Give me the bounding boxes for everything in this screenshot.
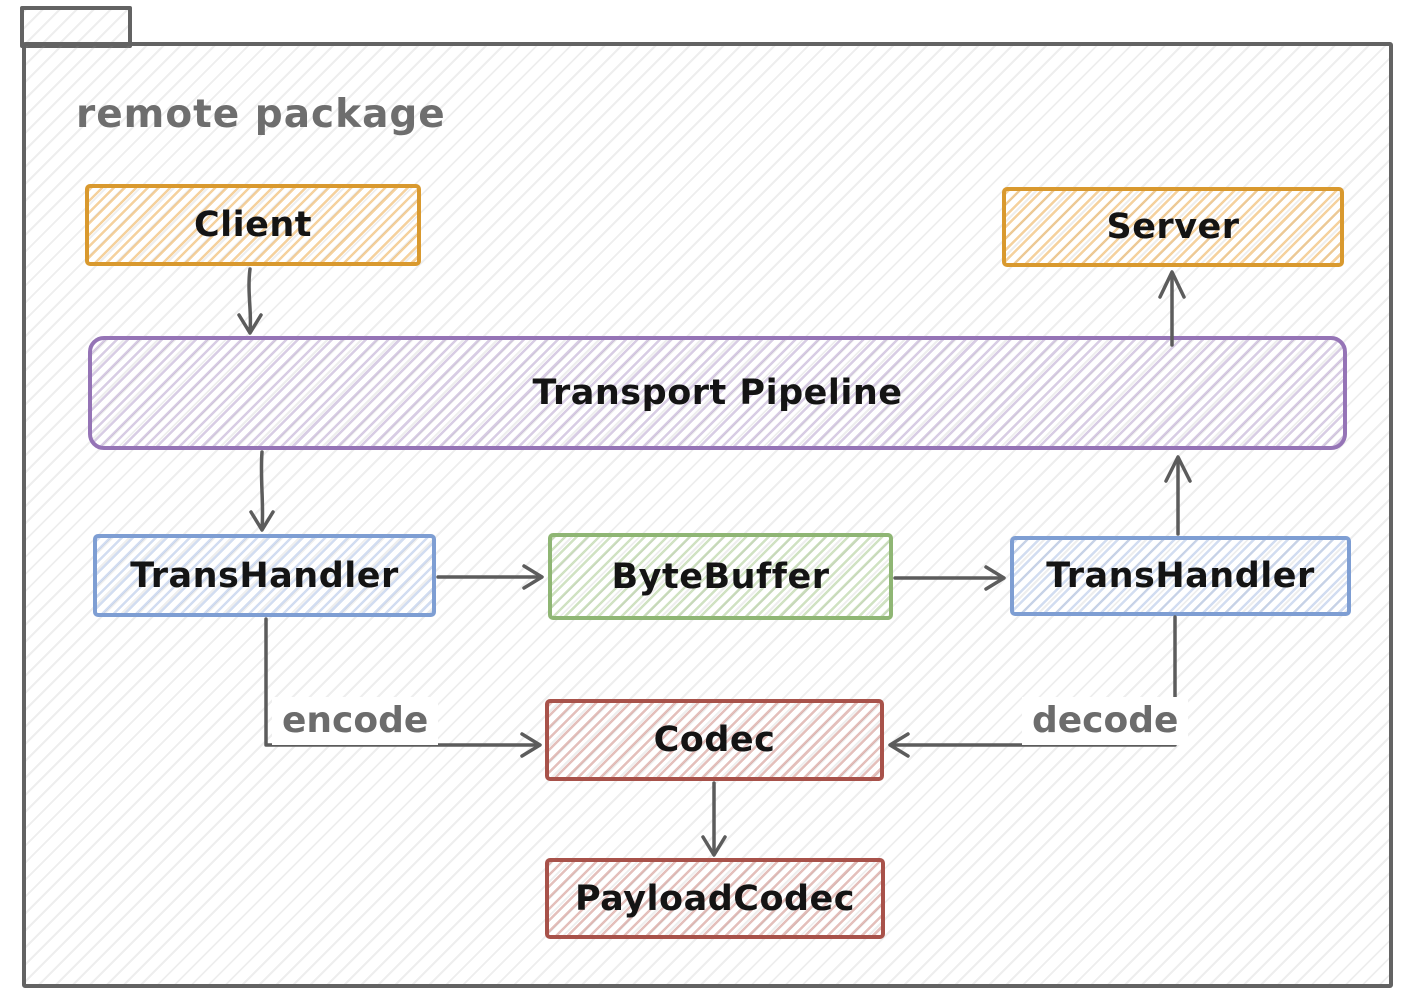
node-codec: Codec xyxy=(545,699,884,781)
node-bytebuffer: ByteBuffer xyxy=(548,533,893,620)
node-transport-pipeline: Transport Pipeline xyxy=(88,336,1347,450)
edge-label-encode: encode xyxy=(272,697,439,745)
node-transhandler-right: TransHandler xyxy=(1010,536,1351,616)
package-title: remote package xyxy=(76,92,446,137)
node-label: Client xyxy=(193,205,313,245)
node-label: PayloadCodec xyxy=(574,878,856,919)
node-label: Codec xyxy=(653,720,776,760)
node-label: Server xyxy=(1106,207,1240,247)
edge-label-decode: decode xyxy=(1022,697,1189,745)
node-label: Transport Pipeline xyxy=(532,373,903,413)
node-label: TransHandler xyxy=(130,555,399,596)
node-payloadcodec: PayloadCodec xyxy=(545,858,885,939)
node-transhandler-left: TransHandler xyxy=(93,534,436,617)
node-label: TransHandler xyxy=(1046,556,1315,596)
package-folder-tab xyxy=(20,6,132,48)
node-client: Client xyxy=(85,184,421,266)
node-server: Server xyxy=(1002,187,1344,267)
node-label: ByteBuffer xyxy=(611,556,830,597)
